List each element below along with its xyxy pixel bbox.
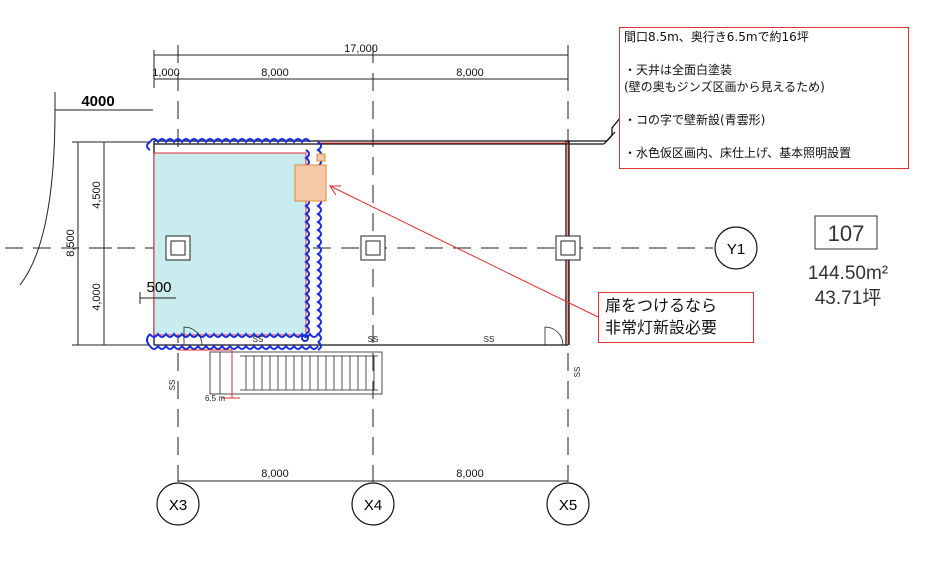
ss-label: SS bbox=[368, 335, 379, 344]
grid-label-y1: Y1 bbox=[727, 241, 745, 258]
grid-lines bbox=[5, 45, 713, 482]
dim-6-5m: 6.5 m bbox=[205, 394, 225, 403]
dim-overall: 17,000 bbox=[344, 43, 378, 55]
callout-arrow bbox=[329, 185, 599, 318]
note-line bbox=[624, 128, 904, 145]
note-line: ・天井は全面白塗装 bbox=[624, 63, 733, 77]
grid-bubbles bbox=[156, 226, 758, 526]
dim-4000: 4000 bbox=[81, 93, 114, 110]
dim-4000-vertical: 4,000 bbox=[91, 283, 103, 311]
dim-8500: 8,500 bbox=[65, 229, 77, 257]
door-callout: 扉をつけるなら 非常灯新設必要 bbox=[598, 292, 754, 343]
dim-bottom-left: 8,000 bbox=[261, 468, 289, 480]
room-area-tsubo: 43.71坪 bbox=[815, 287, 882, 309]
note-line: ・水色仮区画内、床仕上げ、基本照明設置 bbox=[624, 145, 852, 160]
room-area-m2: 144.50m² bbox=[808, 263, 888, 284]
note-line bbox=[624, 95, 904, 112]
dim-bottom-right: 8,000 bbox=[456, 468, 484, 480]
callout-line-1: 扉をつけるなら bbox=[605, 296, 718, 315]
door-swings bbox=[183, 326, 564, 346]
ss-label: SS bbox=[573, 367, 582, 378]
note-line: (壁の奥もジンズ区画から見えるため) bbox=[624, 79, 825, 94]
grid-label-x5: X5 bbox=[559, 497, 577, 514]
bubble-x3 bbox=[156, 482, 200, 526]
offset-4000-marker bbox=[19, 92, 153, 286]
emergency-light-marker bbox=[316, 153, 326, 162]
room-number: 107 bbox=[828, 221, 865, 246]
top-dimensions bbox=[153, 50, 569, 88]
note-line: 間口8.5m、奥行き6.5mで約16坪 bbox=[624, 30, 809, 44]
dim-500: 500 bbox=[146, 279, 171, 296]
ss-label: SS bbox=[484, 335, 495, 344]
dim-8000-left: 8,000 bbox=[261, 67, 289, 79]
columns bbox=[165, 235, 581, 261]
dim-4500: 4,500 bbox=[91, 181, 103, 209]
bubble-x4 bbox=[351, 482, 395, 526]
bubble-y1 bbox=[714, 226, 758, 270]
left-dimensions bbox=[72, 141, 150, 346]
ss-label: SS bbox=[168, 380, 177, 391]
callout-line-2: 非常灯新設必要 bbox=[605, 318, 718, 337]
grid-label-x4: X4 bbox=[364, 497, 382, 514]
room-number-box bbox=[814, 215, 878, 250]
note-box: 間口8.5m、奥行き6.5mで約16坪 ・天井は全面白塗装 (壁の奥もジンズ区画… bbox=[619, 27, 909, 169]
grid-label-x3: X3 bbox=[169, 497, 187, 514]
red-wall-outline bbox=[317, 142, 569, 345]
offset-500-marker bbox=[139, 292, 176, 304]
bubble-x5 bbox=[546, 482, 590, 526]
ss-label: SS bbox=[253, 335, 264, 344]
dim-1000: 1,000 bbox=[152, 67, 180, 79]
depth-marker bbox=[178, 349, 240, 399]
stairs bbox=[209, 351, 383, 395]
note-line bbox=[624, 46, 904, 63]
door-area bbox=[294, 164, 327, 202]
dim-8000-right: 8,000 bbox=[456, 67, 484, 79]
note-line: ・コの字で壁新設(青雲形) bbox=[624, 112, 766, 127]
